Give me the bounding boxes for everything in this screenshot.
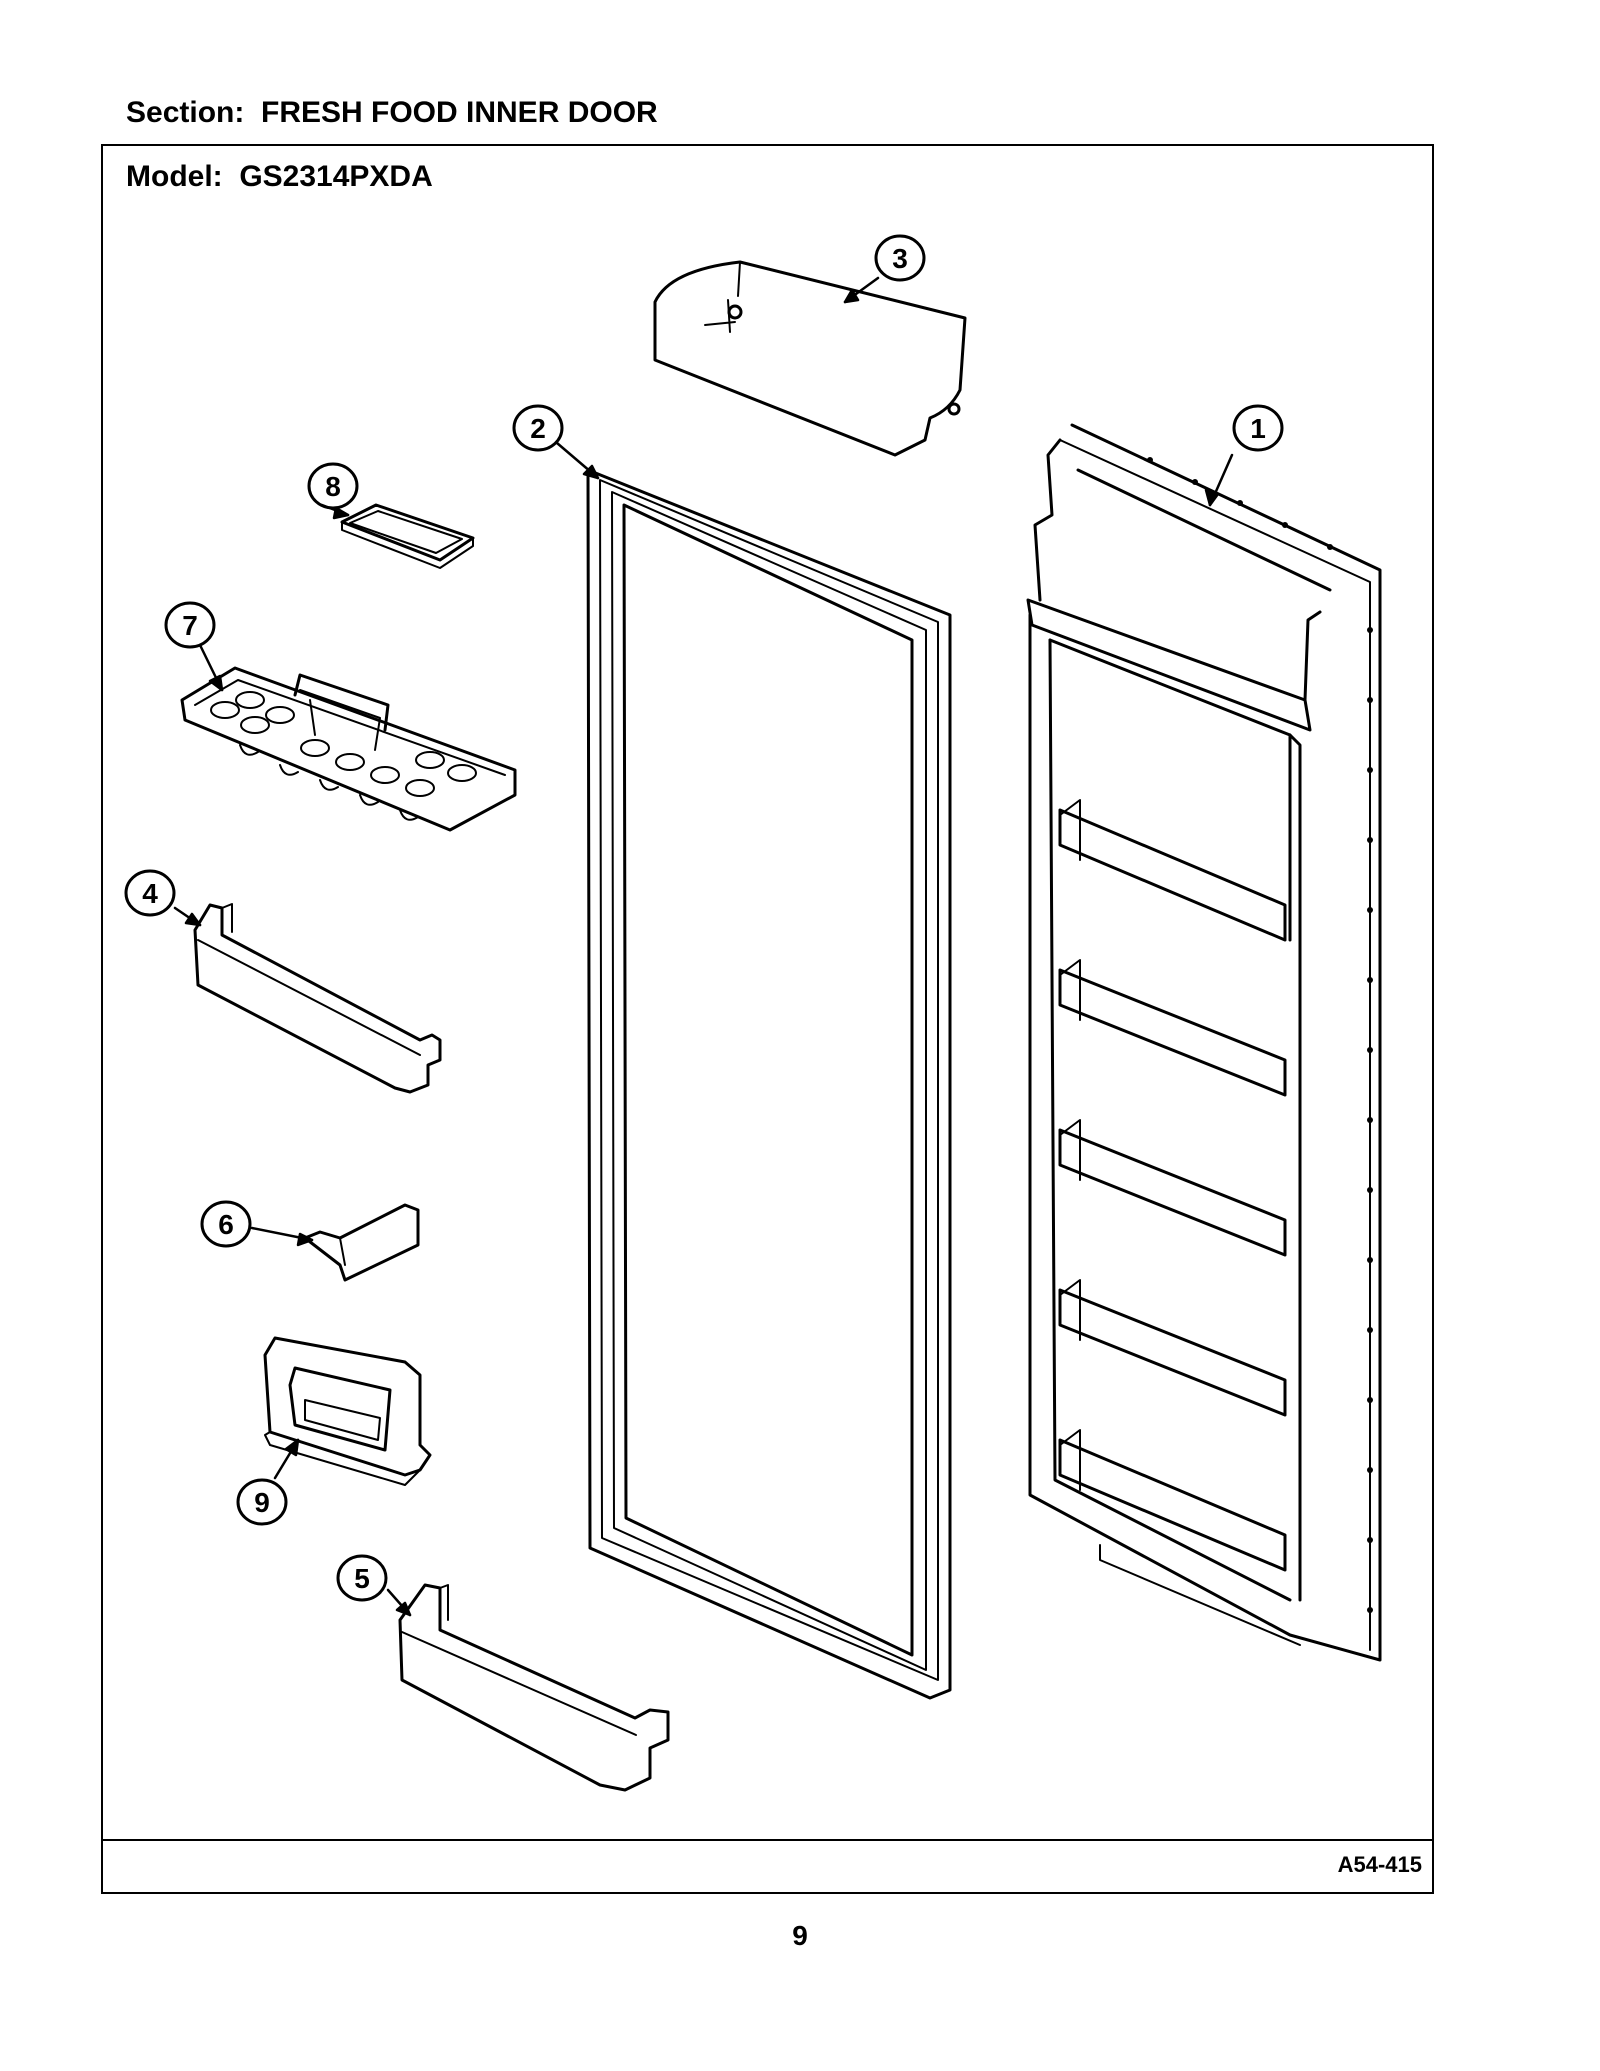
part-5-door-bin	[398, 1583, 670, 1792]
callout-4: 4	[124, 869, 176, 917]
svg-text:9: 9	[254, 1487, 270, 1518]
callout-6: 6	[200, 1200, 252, 1248]
svg-text:4: 4	[142, 878, 158, 909]
callout-9: 9	[236, 1478, 288, 1526]
callout-7: 7	[164, 601, 216, 649]
reference-code: A54-415	[1337, 1852, 1422, 1877]
callout-8: 8	[307, 462, 359, 510]
svg-text:3: 3	[892, 243, 908, 274]
page-number: 9	[792, 1920, 808, 1951]
svg-text:7: 7	[182, 610, 198, 641]
leader-arrows	[173, 276, 1234, 1617]
part-6-clip	[303, 1203, 420, 1282]
svg-text:2: 2	[530, 413, 546, 444]
callout-2: 2	[512, 404, 564, 452]
part-1-door-liner	[1026, 423, 1382, 1662]
part-7-egg-tray	[180, 666, 517, 832]
part-2-door-gasket	[586, 468, 952, 1700]
callout-5: 5	[336, 1554, 388, 1602]
svg-text:6: 6	[218, 1209, 234, 1240]
part-3-dairy-door	[653, 260, 967, 457]
part-8-small-tray	[340, 503, 475, 569]
model-title: Model: GS2314PXDA	[126, 160, 433, 193]
svg-text:5: 5	[354, 1563, 370, 1594]
svg-text:8: 8	[325, 471, 341, 502]
part-9-dispenser	[263, 1336, 432, 1486]
frame-divider	[101, 1839, 1434, 1841]
part-4-door-bin	[193, 903, 442, 1094]
svg-text:1: 1	[1250, 413, 1266, 444]
section-title: Section: FRESH FOOD INNER DOOR	[126, 96, 658, 129]
callout-1: 1	[1232, 404, 1284, 452]
callout-3: 3	[874, 234, 926, 282]
diagram-frame	[101, 144, 1434, 1894]
